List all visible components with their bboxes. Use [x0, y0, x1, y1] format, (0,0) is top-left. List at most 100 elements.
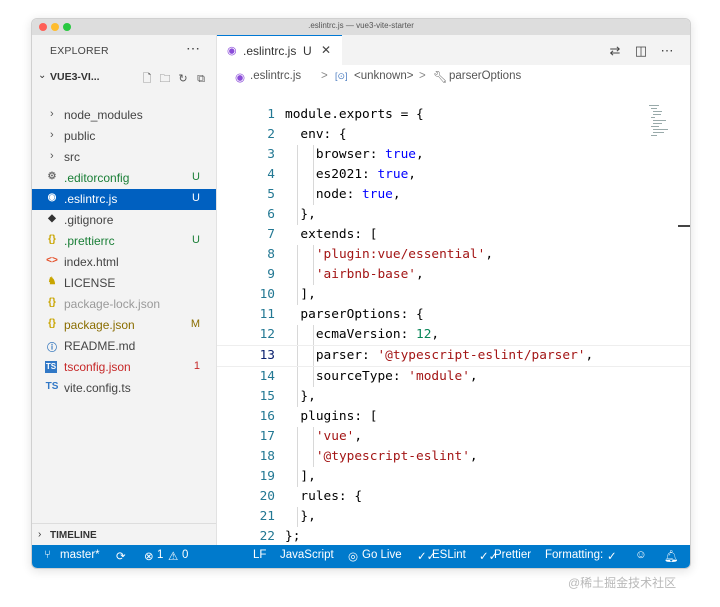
- minimize-window-button[interactable]: [51, 23, 59, 31]
- line-number: 10: [259, 287, 275, 302]
- indent-guide: [297, 285, 298, 305]
- eol-indicator[interactable]: LF: [253, 549, 267, 561]
- code-line[interactable]: 9 'airbnb-base',: [217, 265, 690, 285]
- code-line[interactable]: 10 ],: [217, 285, 690, 305]
- code-line[interactable]: 15 },: [217, 387, 690, 407]
- feedback-icon[interactable]: ☺: [635, 549, 647, 561]
- code-line[interactable]: 2 env: {: [217, 125, 690, 145]
- bell-icon[interactable]: 🔔︎: [664, 551, 679, 563]
- code-line[interactable]: 8 'plugin:vue/essential',: [217, 245, 690, 265]
- indent-guide: [313, 165, 314, 185]
- formatting-status[interactable]: Formatting:: [545, 549, 604, 561]
- eslint-icon: ◉: [235, 72, 246, 84]
- code-text: parser: '@typescript-eslint/parser',: [285, 348, 594, 363]
- language-mode[interactable]: JavaScript: [280, 549, 334, 561]
- code-line[interactable]: 4 es2021: true,: [217, 165, 690, 185]
- breadcrumb-symbol[interactable]: parserOptions: [449, 70, 522, 82]
- line-number: 13: [259, 348, 275, 363]
- code-line[interactable]: 5 node: true,: [217, 185, 690, 205]
- tree-item-label: .editorconfig: [64, 171, 130, 185]
- tree-item[interactable]: <>index.html: [32, 252, 216, 273]
- timeline-section[interactable]: › TIMELINE: [32, 523, 216, 546]
- eslint-status[interactable]: ESLint: [432, 549, 466, 561]
- indent-guide: [313, 346, 314, 366]
- branch-icon: ⑂: [44, 549, 51, 561]
- scrollbar-marker[interactable]: [678, 225, 690, 227]
- code-text: ],: [285, 469, 316, 484]
- code-line[interactable]: 6 },: [217, 205, 690, 225]
- code-line[interactable]: 13 parser: '@typescript-eslint/parser',: [217, 345, 690, 367]
- prettier-status[interactable]: Prettier: [494, 549, 532, 561]
- tree-item-label: package-lock.json: [64, 297, 161, 311]
- check-icon: ✓: [607, 551, 617, 563]
- git-status-badge: U: [192, 234, 200, 246]
- new-file-icon[interactable]: 🗋: [142, 73, 152, 85]
- code-line[interactable]: 12 ecmaVersion: 12,: [217, 325, 690, 345]
- more-actions-icon[interactable]: ⋯: [660, 43, 674, 58]
- line-number: 22: [259, 529, 275, 544]
- code-text: ecmaVersion: 12,: [285, 327, 440, 342]
- code-line[interactable]: 19 ],: [217, 467, 690, 487]
- code-text: ],: [285, 287, 316, 302]
- tree-item[interactable]: ›node_modules: [32, 105, 216, 126]
- warning-count[interactable]: 0: [182, 549, 189, 561]
- maximize-window-button[interactable]: [63, 23, 71, 31]
- error-count[interactable]: 1: [157, 549, 164, 561]
- new-folder-icon[interactable]: 🗀: [159, 73, 171, 85]
- breadcrumb-file[interactable]: .eslintrc.js: [250, 70, 302, 82]
- tree-item[interactable]: ◆.gitignore: [32, 210, 216, 231]
- indent-guide: [297, 367, 298, 387]
- code-line[interactable]: 17 'vue',: [217, 427, 690, 447]
- ellipsis-icon[interactable]: ⋯: [186, 40, 200, 56]
- close-window-button[interactable]: [39, 23, 47, 31]
- code-line[interactable]: 7 extends: [: [217, 225, 690, 245]
- refresh-icon[interactable]: ↻: [178, 73, 188, 85]
- tree-item[interactable]: {}package-lock.json: [32, 294, 216, 315]
- compare-changes-icon[interactable]: ⇄: [609, 43, 621, 58]
- tree-item-label: LICENSE: [64, 276, 116, 290]
- code-text: 'airbnb-base',: [315, 267, 424, 282]
- code-line[interactable]: 3 browser: true,: [217, 145, 690, 165]
- code-line[interactable]: 14 sourceType: 'module',: [217, 367, 690, 387]
- tree-item[interactable]: ›src: [32, 147, 216, 168]
- tree-item[interactable]: ♞LICENSE: [32, 273, 216, 294]
- line-number: 21: [259, 509, 275, 524]
- broadcast-icon: ◎: [348, 551, 359, 563]
- breadcrumb-separator: >: [419, 70, 426, 82]
- sync-icon[interactable]: ⟳: [116, 551, 126, 563]
- split-editor-icon[interactable]: ◫: [634, 43, 648, 58]
- tab-eslintrc[interactable]: ◉ .eslintrc.js U ✕: [217, 35, 342, 66]
- collapse-all-icon[interactable]: ⧉: [197, 73, 205, 85]
- code-line[interactable]: 21 },: [217, 507, 690, 527]
- git-branch[interactable]: master*: [60, 549, 100, 561]
- close-icon[interactable]: ✕: [321, 43, 332, 57]
- chevron-right-icon: ›: [50, 150, 54, 162]
- line-number: 16: [259, 409, 275, 424]
- code-line[interactable]: 18 '@typescript-eslint',: [217, 447, 690, 467]
- code-line[interactable]: 16 plugins: [: [217, 407, 690, 427]
- code-line[interactable]: 11 parserOptions: {: [217, 305, 690, 325]
- go-live-button[interactable]: Go Live: [362, 549, 402, 561]
- code-line[interactable]: 20 rules: {: [217, 487, 690, 507]
- chevron-down-icon: ⌄: [38, 70, 47, 81]
- explorer-sidebar: EXPLORER ⋯ ⌄ VUE3-VI... 🗋🗀↻⧉ ›node_modul…: [32, 35, 217, 545]
- minimap[interactable]: [647, 103, 675, 143]
- code-line[interactable]: 22};: [217, 527, 690, 547]
- workspace-folder[interactable]: ⌄ VUE3-VI... 🗋🗀↻⧉: [32, 67, 216, 87]
- indent-guide: [313, 427, 314, 447]
- tree-item-label: index.html: [64, 255, 119, 269]
- breadcrumb-scope[interactable]: <unknown>: [354, 70, 414, 82]
- line-number: 17: [259, 429, 275, 444]
- tree-item[interactable]: ›public: [32, 126, 216, 147]
- indent-guide: [297, 427, 298, 447]
- code-text: };: [285, 529, 301, 544]
